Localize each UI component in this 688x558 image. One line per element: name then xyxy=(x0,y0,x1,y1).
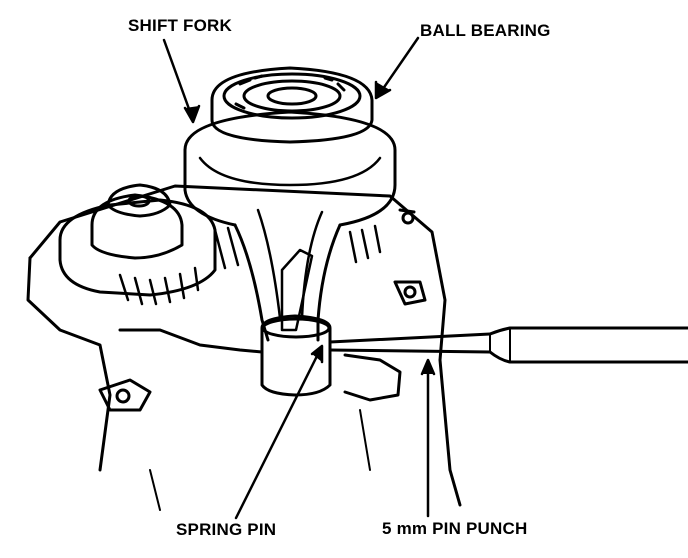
spring-pin-label: SPRING PIN xyxy=(176,520,277,539)
left-gear xyxy=(58,183,217,306)
ball-bearing xyxy=(210,66,374,144)
leader-lines xyxy=(162,36,436,520)
pin-punch-label: 5 mm PIN PUNCH xyxy=(382,519,528,538)
pin-punch-tool xyxy=(328,326,688,364)
shift-fork-label: SHIFT FORK xyxy=(128,16,232,35)
shift-fork xyxy=(183,110,397,342)
spring-pin-boss xyxy=(260,314,332,397)
ball-bearing-label: BALL BEARING xyxy=(420,21,551,40)
